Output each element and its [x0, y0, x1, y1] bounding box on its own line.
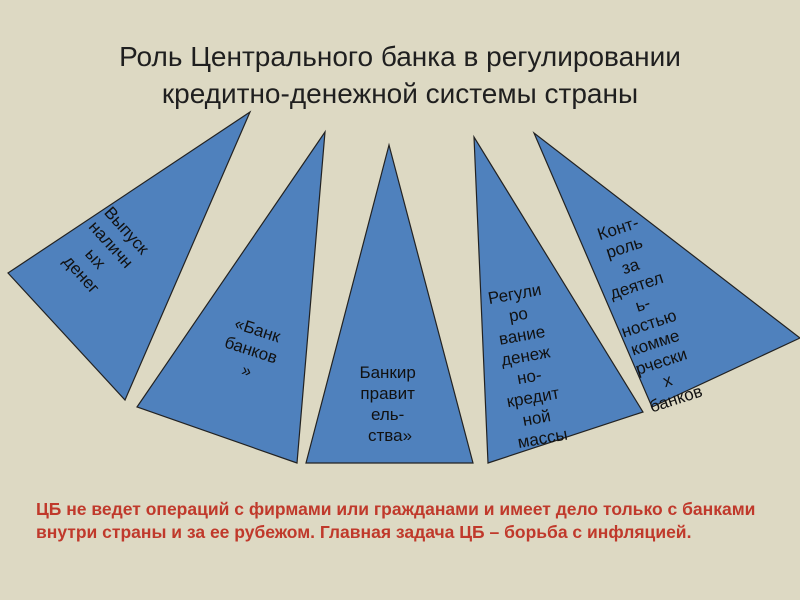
triangle-shape [305, 142, 474, 464]
function-cash-issue: Выпуск наличн ых денег [7, 110, 252, 402]
function-money-supply-regulation: Регули ро вание денеж но- кредит ной мас… [473, 134, 644, 464]
title-line-2: кредитно-денежной системы страны [161, 78, 639, 110]
title-line-1: Роль Центрального банка в регулировании [119, 41, 681, 72]
slide-title: Роль Центрального банка в регулировании … [0, 38, 800, 112]
function-label-government-banker: Банкир правит ель- ства» [359, 363, 420, 445]
triangle-shape [473, 134, 644, 464]
triangle-shape [532, 131, 800, 408]
function-bank-of-banks: «Банк банков » [136, 129, 326, 464]
triangle-shape [7, 110, 252, 402]
function-government-banker: Банкир правит ель- ства» [305, 142, 474, 464]
function-commercial-bank-control: Конт- роль за деятел ь- ностью комме рче… [532, 131, 800, 416]
central-bank-note: ЦБ не ведет операций с фирмами или гражд… [36, 499, 756, 542]
triangle-shape [136, 129, 326, 464]
